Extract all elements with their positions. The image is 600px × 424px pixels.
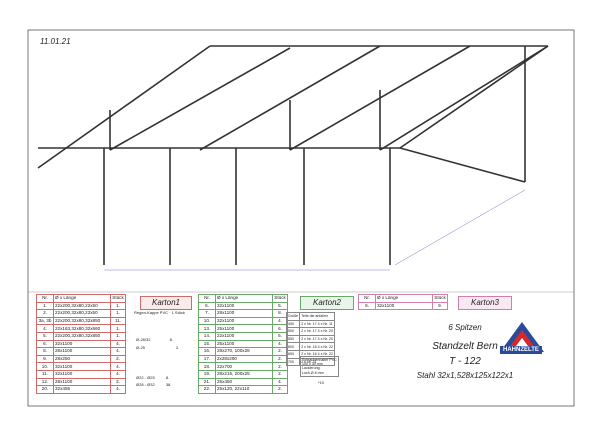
karton1-note-1: Ø-28/32 8. <box>136 337 173 342</box>
tent-frame <box>37 45 549 265</box>
dimension-line-depth <box>394 189 526 266</box>
karton2-label: Karton2 <box>300 296 354 310</box>
material-note: Schraubenhalter PVC 100 x 30 mm Lackieru… <box>300 356 339 377</box>
karton1-label: Karton1 <box>140 296 192 310</box>
sheet-border <box>27 29 575 407</box>
hahnzelte-logo <box>500 322 544 352</box>
karton1-table: Nr. Ø x Länge Stück 1.22x200,32x80,22x50… <box>36 294 126 394</box>
karton1-note-2: Ø-25 2. <box>136 345 180 350</box>
karton1-note-3: Ø22 - Ø25 8. <box>136 375 170 380</box>
karton1-note-regenkappe: Regen-Kappe PVC · 1 Stück <box>134 310 185 315</box>
info-spitzen: 6 Spitzen <box>448 323 482 332</box>
info-spec: Stahl 32x1,528x125x122x1 <box>416 371 514 380</box>
drawing-date: 11.01.21 <box>40 37 71 46</box>
brand-name: HAHNZELTE <box>500 346 542 354</box>
table-header: Nr. Ø x Länge Stück <box>198 294 288 303</box>
info-model: Standzelt Bern <box>432 341 498 352</box>
karton3-label: Karton3 <box>458 296 512 310</box>
karton1-note-4: Ø28 - Ø32 38. <box>136 382 172 387</box>
col-dim: Ø x Länge <box>53 294 111 303</box>
info-code: T - 122 <box>449 356 481 367</box>
col-qty: Stück <box>110 294 126 303</box>
table-header: Nr. Ø x Länge Stück <box>358 294 448 303</box>
note-ref: *10 <box>318 380 325 385</box>
col-nr: Nr. <box>36 294 54 303</box>
table-header: Nr. Ø x Länge Stück <box>36 294 126 303</box>
